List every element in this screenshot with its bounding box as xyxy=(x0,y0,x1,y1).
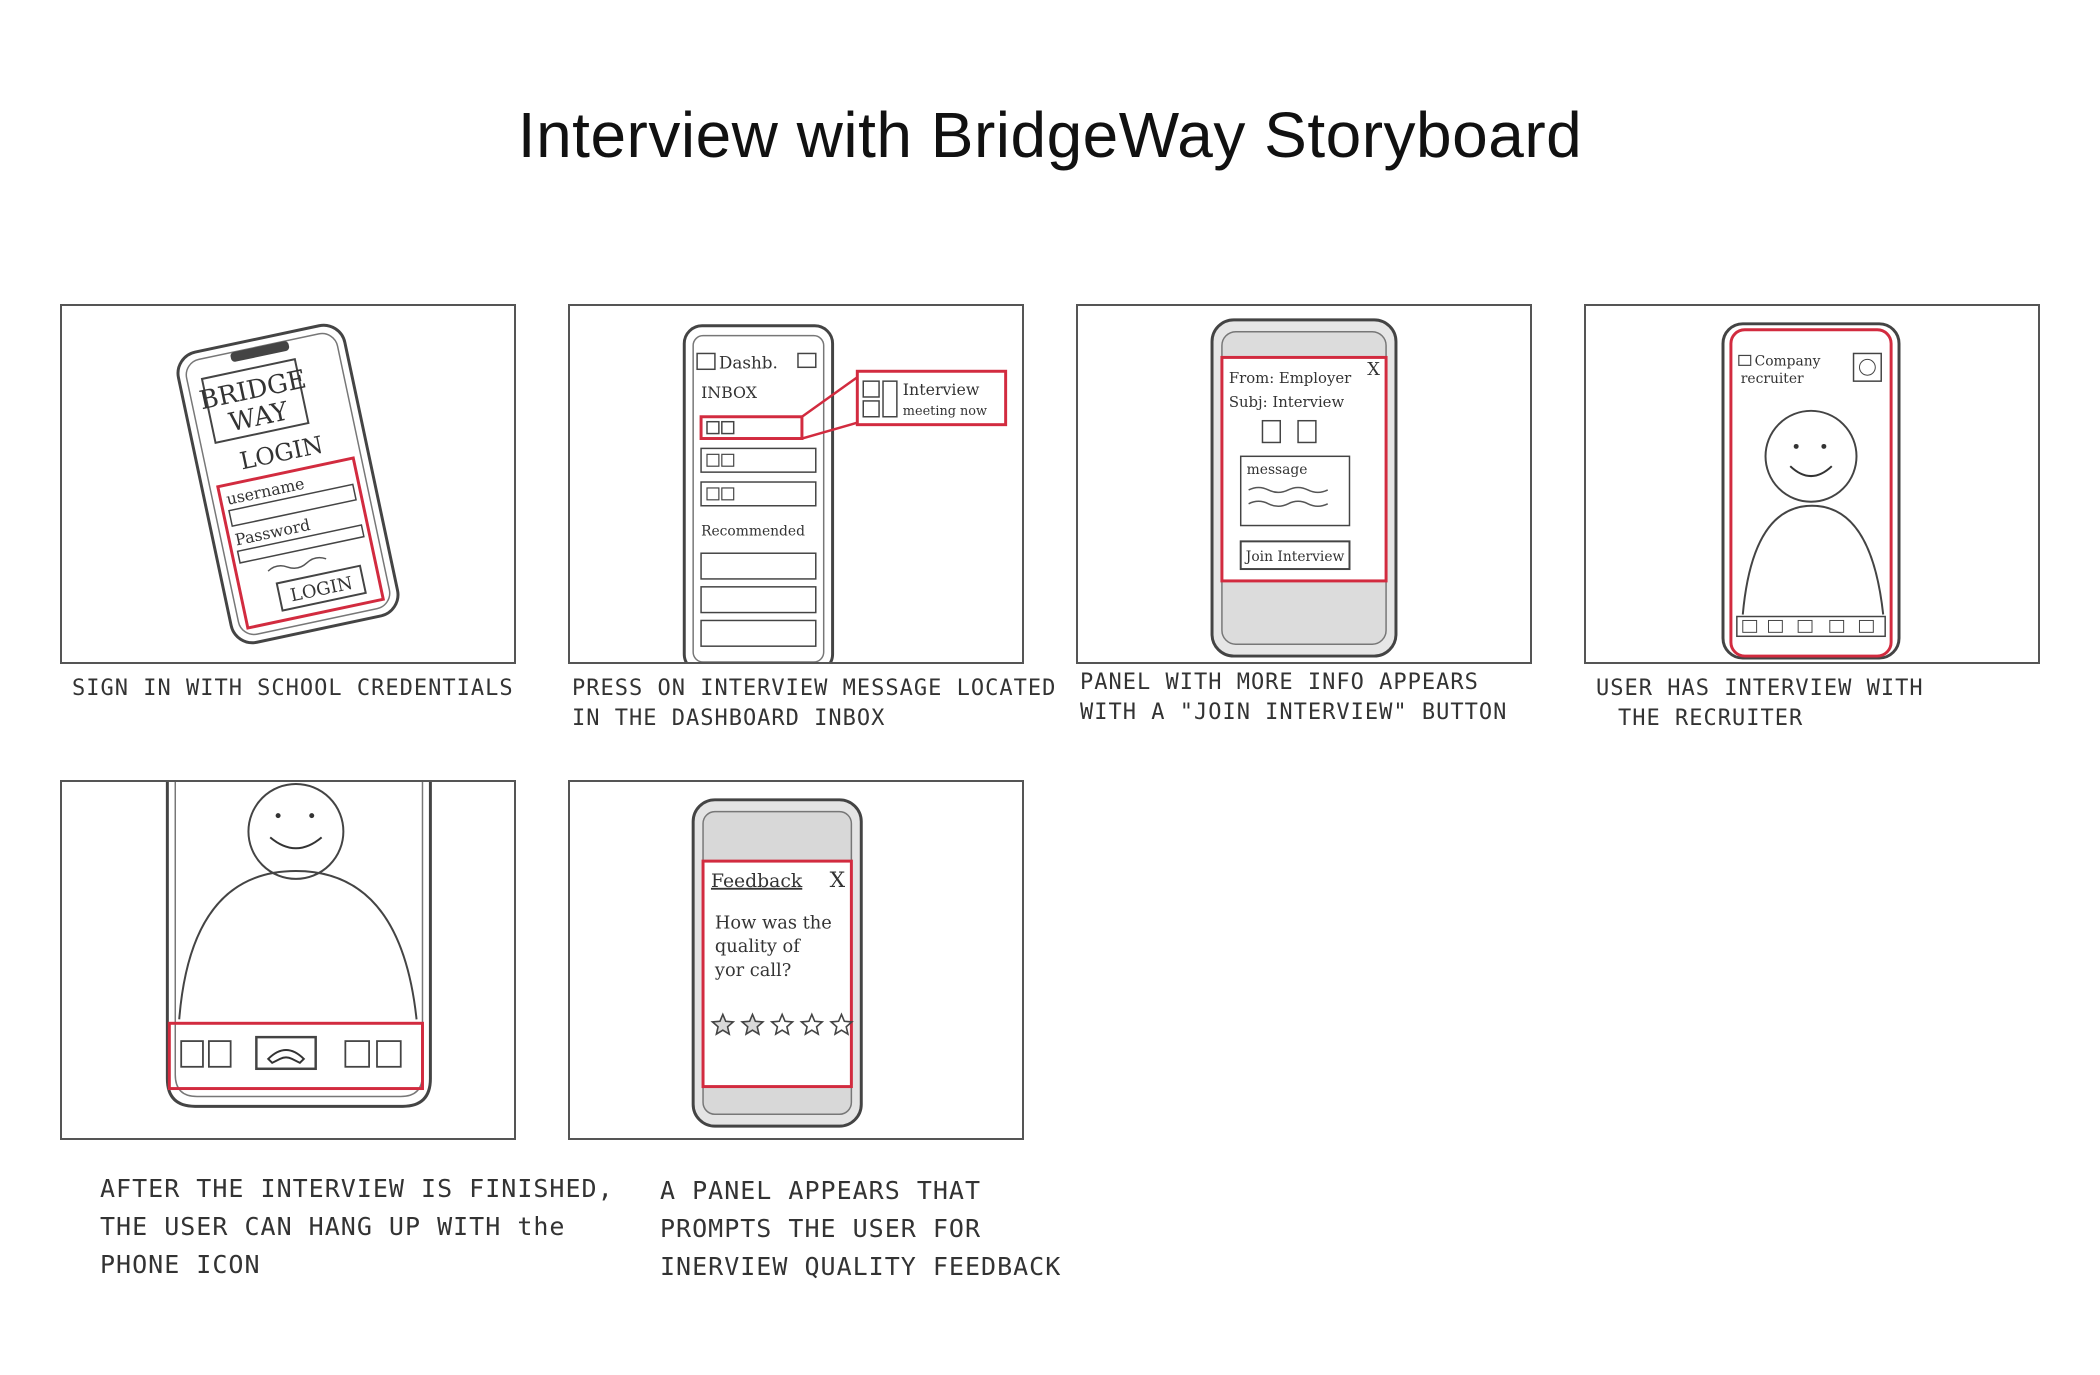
call-control xyxy=(1742,619,1758,633)
phone-outline xyxy=(176,323,400,645)
page-title: Interview with BridgeWay Storyboard xyxy=(517,99,1583,171)
panel-1-sketch: BRIDGE WAY LOGIN username Password LOGIN xyxy=(176,323,400,645)
caption-line: A PANEL APPEARS THAT xyxy=(660,1176,982,1205)
recommended-item xyxy=(700,552,817,580)
feedback-question-line-2: quality of xyxy=(715,936,801,957)
logo-box xyxy=(200,358,310,444)
message-body-box xyxy=(1239,455,1351,527)
message-from: From: Employer xyxy=(1229,370,1352,387)
star-icon[interactable] xyxy=(710,1012,736,1036)
star-rating[interactable] xyxy=(710,1012,854,1036)
panel-3-sketch: From: Employer X Subj: Interview message… xyxy=(1210,318,1398,658)
feedback-question-line-3: yor call? xyxy=(714,960,791,981)
message-label: message xyxy=(1247,462,1308,478)
interviewer-body xyxy=(178,870,418,1020)
caption-line: PROMPTS THE USER FOR xyxy=(660,1214,982,1243)
storyboard-panel-5 xyxy=(60,780,516,1140)
caption-line: USER HAS INTERVIEW WITH xyxy=(1596,676,1924,701)
caller-name: Company xyxy=(1755,353,1821,369)
dashboard-header: Dashb. xyxy=(719,352,778,372)
panel-4-caption: USER HAS INTERVIEW WITH THE RECRUITER xyxy=(1596,674,1924,734)
feedback-question-line-1: How was the xyxy=(715,912,832,933)
call-control xyxy=(180,1040,204,1068)
call-control xyxy=(1797,619,1813,633)
close-icon: X xyxy=(1367,359,1380,380)
storyboard-panel-6: Feedback X How was the quality of yor ca… xyxy=(568,780,1024,1140)
panel-4-sketch: Company recruiter xyxy=(1721,322,1901,660)
password-field xyxy=(236,524,365,564)
inbox-item-interview xyxy=(699,415,804,440)
caption-line: WITH A "JOIN INTERVIEW" BUTTON xyxy=(1080,700,1508,725)
inbox-item xyxy=(700,481,817,507)
recommended-label: Recommended xyxy=(701,523,805,539)
caption-line: IN THE DASHBOARD INBOX xyxy=(572,706,886,731)
storyboard-panel-4: Company recruiter xyxy=(1584,304,2040,664)
call-control xyxy=(344,1040,370,1068)
recruiter-head xyxy=(1764,409,1858,503)
caption-line: INERVIEW QUALITY FEEDBACK xyxy=(660,1252,1062,1281)
panel-6-caption: A PANEL APPEARS THAT PROMPTS THE USER FO… xyxy=(660,1172,1061,1286)
phone-outline xyxy=(1721,322,1901,660)
caption-line: THE USER CAN HANG UP WITH the xyxy=(100,1212,566,1241)
menu-icon xyxy=(696,352,716,371)
call-screen-highlight xyxy=(1729,328,1893,658)
caption-line: PRESS ON INTERVIEW MESSAGE LOCATED xyxy=(572,676,1057,701)
interview-callout xyxy=(855,369,1008,427)
join-interview-label: Join Interview xyxy=(1244,549,1345,565)
callout-subtitle: meeting now xyxy=(903,404,987,419)
interviewer-head xyxy=(247,782,345,880)
storyboard-panel-2: Dashb. INBOX Recommended Interview meeti… xyxy=(568,304,1024,664)
message-subject: Subj: Interview xyxy=(1229,394,1345,411)
storyboard-panel-1: BRIDGE WAY LOGIN username Password LOGIN xyxy=(60,304,516,664)
call-control xyxy=(207,1040,232,1068)
call-control xyxy=(1767,619,1783,633)
recommended-item xyxy=(700,619,817,647)
call-control xyxy=(376,1040,402,1068)
recommended-item xyxy=(700,586,817,614)
inbox-item xyxy=(700,447,817,473)
feedback-heading: Feedback xyxy=(711,871,803,892)
recruiter-body xyxy=(1741,504,1885,615)
panel-3-caption: PANEL WITH MORE INFO APPEARS WITH A "JOI… xyxy=(1080,668,1507,728)
star-icon[interactable] xyxy=(829,1012,854,1036)
storyboard-panel-3: From: Employer X Subj: Interview message… xyxy=(1076,304,1532,664)
phone-outline xyxy=(682,324,835,662)
join-interview-button xyxy=(1239,540,1351,571)
caption-line: THE RECRUITER xyxy=(1618,706,1804,731)
call-controls-highlight xyxy=(167,1021,424,1091)
panel-5-sketch xyxy=(165,782,432,1108)
panel-1-caption: SIGN IN WITH SCHOOL CREDENTIALS xyxy=(72,674,514,704)
call-control xyxy=(1858,619,1874,633)
inbox-label: INBOX xyxy=(701,383,758,402)
mail-icon xyxy=(797,352,817,369)
phone-notch xyxy=(230,341,290,362)
star-icon[interactable] xyxy=(799,1012,825,1036)
panel-5-caption: AFTER THE INTERVIEW IS FINISHED, THE USE… xyxy=(100,1170,614,1284)
feedback-panel-highlight xyxy=(701,859,853,1089)
username-field xyxy=(228,483,357,528)
panel-6-sketch: Feedback X How was the quality of yor ca… xyxy=(691,798,863,1128)
caption-line: SIGN IN WITH SCHOOL CREDENTIALS xyxy=(72,676,514,701)
callout-title: Interview xyxy=(903,380,980,399)
message-panel-highlight xyxy=(1220,355,1388,583)
caller-role: recruiter xyxy=(1741,371,1804,387)
phone-outline xyxy=(165,782,432,1108)
call-controls-bar xyxy=(1736,615,1886,638)
star-icon[interactable] xyxy=(740,1012,765,1036)
self-view xyxy=(1852,352,1882,382)
login-heading: LOGIN xyxy=(237,431,325,476)
call-control xyxy=(1829,619,1845,633)
close-icon: X xyxy=(830,868,846,893)
caption-line: AFTER THE INTERVIEW IS FINISHED, xyxy=(100,1174,614,1203)
panel-2-caption: PRESS ON INTERVIEW MESSAGE LOCATED IN TH… xyxy=(572,674,1056,734)
login-button xyxy=(275,564,367,612)
login-form-highlight xyxy=(216,456,386,630)
caption-line: PANEL WITH MORE INFO APPEARS xyxy=(1080,670,1479,695)
hang-up-button xyxy=(255,1035,317,1071)
panel-2-sketch: Dashb. INBOX Recommended Interview meeti… xyxy=(682,324,1008,662)
star-icon[interactable] xyxy=(769,1012,795,1036)
phone-icon xyxy=(266,1049,306,1065)
caption-line: PHONE ICON xyxy=(100,1250,261,1279)
